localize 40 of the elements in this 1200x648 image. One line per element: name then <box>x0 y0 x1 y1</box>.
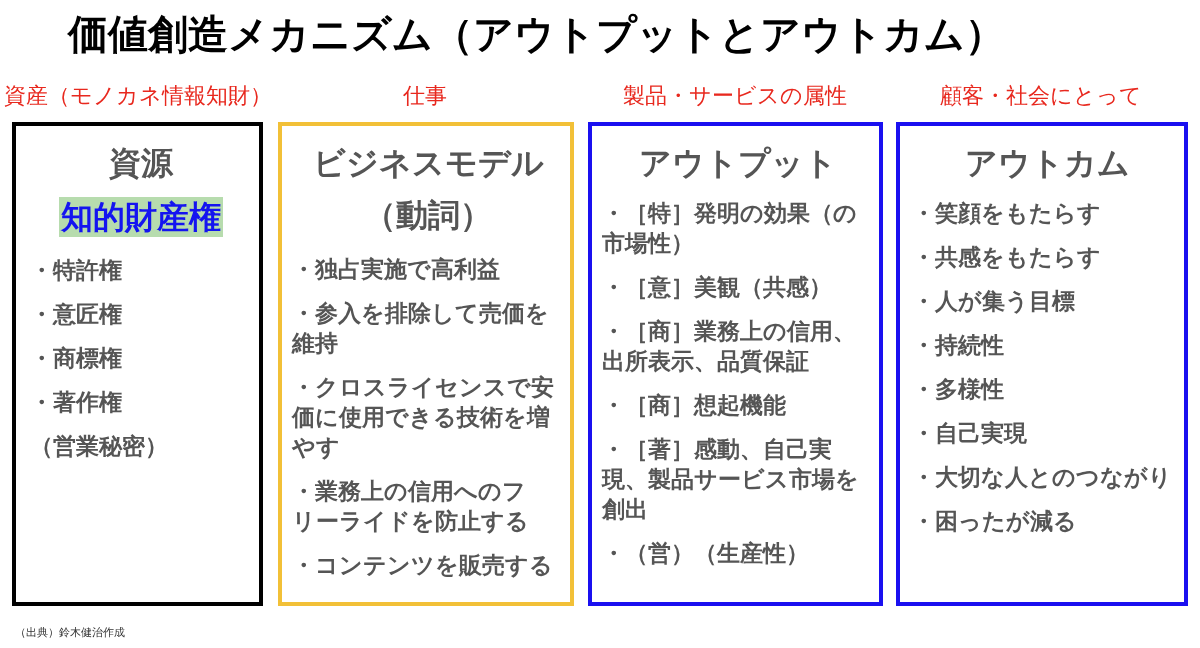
list-item: ・［商］業務上の信用、出所表示、品質保証 <box>602 317 857 376</box>
panel-heading: 資源 <box>108 143 173 184</box>
column-header: 仕事 <box>403 82 447 110</box>
source-note: （出典）鈴木健治作成 <box>15 625 125 641</box>
list-item: ・持続性 <box>912 331 1004 360</box>
column-header: 資産（モノカネ情報知財） <box>4 82 272 110</box>
list-item: ・［特］発明の効果（の市場性） <box>602 199 858 258</box>
column-header: 製品・サービスの属性 <box>623 82 847 110</box>
column-header: 顧客・社会にとって <box>940 82 1142 110</box>
list-item: ・業務上の信用へのフリーライドを防止する <box>292 477 530 536</box>
panel-subheading: （動詞） <box>364 195 492 236</box>
list-item: ・参入を排除して売価を維持 <box>292 299 550 358</box>
list-item: ・困ったが減る <box>912 507 1077 536</box>
list-item: ・［意］美観（共感） <box>602 273 832 302</box>
column-panel <box>896 122 1188 606</box>
list-item: ・意匠権 <box>30 300 122 329</box>
list-item: ・商標権 <box>30 344 122 373</box>
list-item: ・多様性 <box>912 375 1004 404</box>
column-panel <box>12 122 263 606</box>
list-item: ・著作権 <box>30 388 122 417</box>
list-item: ・人が集う目標 <box>912 287 1075 316</box>
list-item: （営業秘密） <box>30 432 168 461</box>
panel-heading: アウトプット <box>638 143 837 184</box>
diagram-title: 価値創造メカニズム（アウトプットとアウトカム） <box>68 10 1005 59</box>
panel-heading: ビジネスモデル <box>312 143 544 184</box>
list-item: ・大切な人とのつながり <box>912 463 1172 492</box>
panel-heading: アウトカム <box>964 143 1130 184</box>
column-panel <box>588 122 883 606</box>
list-item: ・［商］想起機能 <box>602 391 786 420</box>
list-item: ・クロスライセンスで安価に使用できる技術を増やす <box>292 373 555 462</box>
list-item: ・特許権 <box>30 256 122 285</box>
list-item: ・笑顔をもたらす <box>912 199 1101 228</box>
list-item: ・自己実現 <box>912 419 1027 448</box>
list-item: ・共感をもたらす <box>912 243 1101 272</box>
list-item: ・コンテンツを販売する <box>292 551 553 580</box>
list-item: ・独占実施で高利益 <box>292 255 500 284</box>
column-panel <box>278 122 574 606</box>
highlighted-heading: 知的財産権 <box>58 197 223 237</box>
list-item: ・（営）（生産性） <box>602 539 809 568</box>
list-item: ・［著］感動、自己実現、製品サービス市場を創出 <box>602 435 860 524</box>
